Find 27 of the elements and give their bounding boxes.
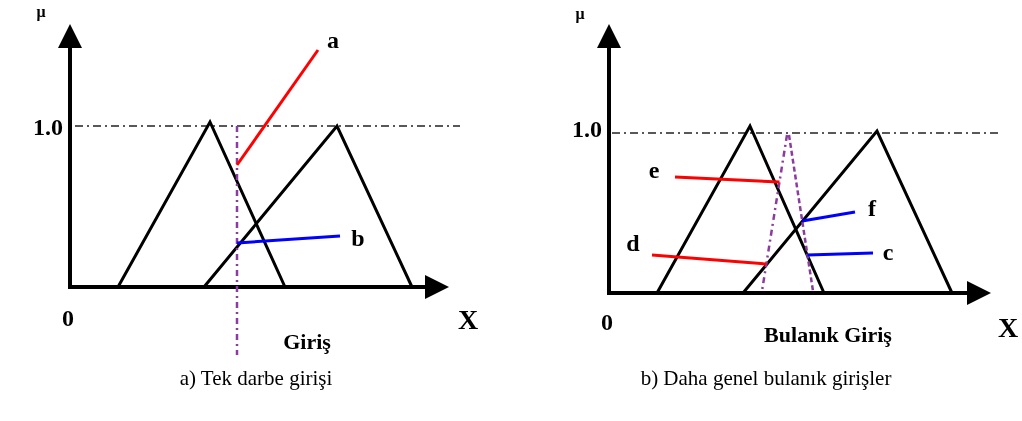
callout-letter: d <box>626 231 640 255</box>
leader-line <box>674 175 780 184</box>
axis-label: μ <box>36 4 46 20</box>
callout-letter: c <box>882 240 894 264</box>
callout-letter: a <box>327 28 339 52</box>
callout-letter: f <box>868 196 876 220</box>
input-line <box>235 126 239 355</box>
input-line <box>760 134 789 292</box>
leader-line <box>801 210 856 223</box>
axis-label: X <box>997 314 1019 342</box>
tick-label: 1.0 <box>33 115 63 139</box>
axis-label: Bulanık Giriş <box>764 324 892 346</box>
axis-label: μ <box>575 6 585 22</box>
caption: a) Tek darbe girişi <box>179 367 333 389</box>
callout-letter: b <box>351 226 365 250</box>
tick-label: 0 <box>62 306 74 330</box>
tick-label: 0 <box>601 310 613 334</box>
leader-line <box>807 251 874 257</box>
leader-line <box>651 253 767 266</box>
tick-label: 1.0 <box>572 117 602 141</box>
leader-line <box>235 49 320 166</box>
caption: b) Daha genel bulanık girişler <box>640 367 892 389</box>
leader-line <box>236 234 341 245</box>
axis-label: Giriş <box>283 331 331 353</box>
callout-letter: e <box>648 158 660 182</box>
axis-label: X <box>457 306 479 334</box>
input-line <box>787 134 815 292</box>
